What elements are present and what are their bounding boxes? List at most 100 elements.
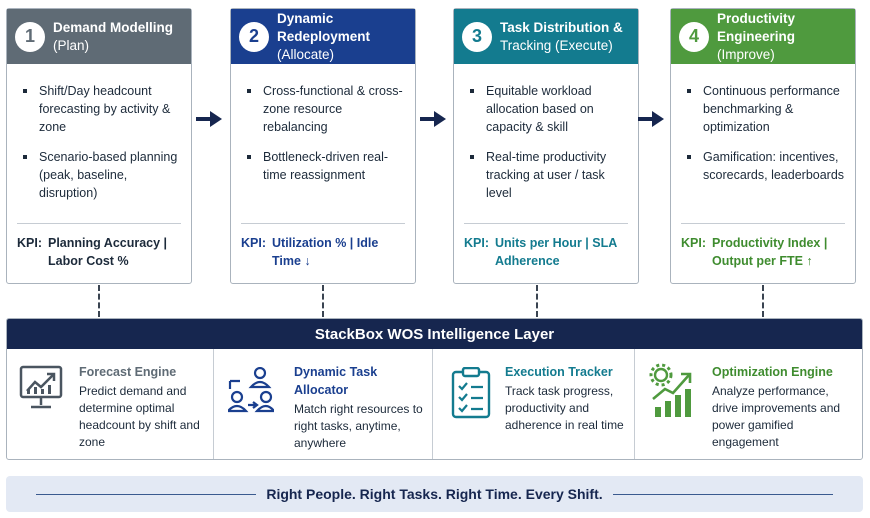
engine-description: Match right resources to right tasks, an… [294,402,423,450]
kpi-value: Units per Hour | SLA Adherence [495,236,617,268]
arrow-right-icon [638,111,664,127]
bullet-text: Shift/Day headcount forecasting by activ… [39,84,171,134]
bullet-text: Real-time productivity tracking at user … [486,150,607,200]
stage-number-badge: 2 [239,21,269,52]
kpi-label: KPI: [241,236,266,250]
gear-growth-chart-icon [649,363,692,417]
kpi-value: Planning Accuracy | Labor Cost % [48,236,168,268]
stage-number-badge: 3 [462,21,492,52]
bullet-item: Scenario-based planning (peak, baseline,… [21,148,181,202]
divider [464,223,628,224]
connector-line [98,285,100,317]
stage-title-main: Productivity Engineering [717,10,796,44]
engine-title: Dynamic Task Allocator [294,365,378,397]
layer-title: StackBox WOS Intelligence Layer [7,319,862,349]
monitor-chart-icon [19,365,63,409]
bullet-item: Equitable workload allocation based on c… [468,82,628,136]
stage-bullet-list: Shift/Day headcount forecasting by activ… [7,64,191,202]
bullet-text: Continuous performance benchmarking & op… [703,84,840,134]
bullet-icon [470,89,474,93]
bullet-item: Gamification: incentives, scorecards, le… [685,148,845,184]
stage-kpi: KPI: Productivity Index | Output per FTE… [681,234,849,270]
stage-header: 3 Task Distribution & Tracking (Execute) [454,9,638,64]
bullet-item: Shift/Day headcount forecasting by activ… [21,82,181,136]
stage-title-main: Demand Modelling [53,19,174,35]
people-transfer-icon [228,367,274,413]
clipboard-checklist-icon [451,367,491,419]
bullet-item: Cross-functional & cross-zone resource r… [245,82,405,136]
stage-bullet-list: Cross-functional & cross-zone resource r… [231,64,415,184]
engine-title: Optimization Engine [712,365,833,379]
bullet-text: Cross-functional & cross-zone resource r… [263,84,403,134]
engine-optimization: Optimization Engine Analyze performance,… [635,349,862,459]
stage-title-sub: (Plan) [53,37,90,53]
bullet-text: Gamification: incentives, scorecards, le… [703,150,845,182]
engine-task-allocator: Dynamic Task Allocator Match right resou… [214,349,433,459]
stage-card-improve: 4 Productivity Engineering (Improve) Con… [670,8,856,284]
stage-number-badge: 4 [679,21,709,52]
stage-kpi: KPI: Planning Accuracy | Labor Cost % [17,234,185,270]
stage-bullet-list: Continuous performance benchmarking & op… [671,64,855,184]
stage-card-execute: 3 Task Distribution & Tracking (Execute)… [453,8,639,284]
kpi-value: Utilization % | Idle Time ↓ [272,236,379,268]
bullet-icon [23,155,27,159]
stage-card-allocate: 2 Dynamic Redeployment (Allocate) Cross-… [230,8,416,284]
stage-kpi: KPI: Utilization % | Idle Time ↓ [241,234,409,270]
bullet-icon [247,155,251,159]
engine-title: Execution Tracker [505,365,613,379]
divider [36,494,316,495]
tagline-text: Right People. Right Tasks. Right Time. E… [256,486,613,502]
intelligence-layer: StackBox WOS Intelligence Layer Forecast… [6,318,863,460]
bullet-text: Equitable workload allocation based on c… [486,84,594,134]
bullet-text: Scenario-based planning (peak, baseline,… [39,150,178,200]
engine-text: Execution Tracker Track task progress, p… [505,363,631,434]
bullet-icon [23,89,27,93]
connector-line [536,285,538,317]
divider [17,223,181,224]
stage-title: Task Distribution & Tracking (Execute) [500,19,623,55]
bullet-icon [687,155,691,159]
stage-title: Demand Modelling (Plan) [53,19,173,55]
stage-title-main: Dynamic Redeployment [277,10,371,44]
engine-description: Track task progress, productivity and ad… [505,384,624,432]
engine-title: Forecast Engine [79,365,177,379]
stage-header: 2 Dynamic Redeployment (Allocate) [231,9,415,64]
engine-description: Predict demand and determine optimal hea… [79,384,200,449]
bullet-icon [247,89,251,93]
divider [681,223,845,224]
bullet-icon [470,155,474,159]
kpi-value: Productivity Index | Output per FTE ↑ [712,236,828,268]
engine-forecast: Forecast Engine Predict demand and deter… [7,349,214,459]
stage-title-sub: (Allocate) [277,46,335,62]
stage-kpi: KPI: Units per Hour | SLA Adherence [464,234,632,270]
kpi-label: KPI: [464,236,489,250]
divider [241,223,405,224]
engine-description: Analyze performance, drive improvements … [712,384,841,449]
kpi-label: KPI: [17,236,42,250]
stage-title: Dynamic Redeployment (Allocate) [277,10,415,64]
arrow-right-icon [420,111,446,127]
tagline-banner: Right People. Right Tasks. Right Time. E… [6,476,863,512]
stage-bullet-list: Equitable workload allocation based on c… [454,64,638,202]
stage-card-plan: 1 Demand Modelling (Plan) Shift/Day head… [6,8,192,284]
kpi-label: KPI: [681,236,706,250]
engine-text: Forecast Engine Predict demand and deter… [79,363,207,451]
stage-header: 4 Productivity Engineering (Improve) [671,9,855,64]
stage-title: Productivity Engineering (Improve) [717,10,855,64]
stage-number-badge: 1 [15,21,45,52]
arrow-right-icon [196,111,222,127]
bullet-item: Real-time productivity tracking at user … [468,148,628,202]
stage-title-sub: (Improve) [717,46,775,62]
connector-line [762,285,764,317]
bullet-icon [687,89,691,93]
bullet-item: Bottleneck-driven real-time reassignment [245,148,405,184]
stage-header: 1 Demand Modelling (Plan) [7,9,191,64]
bullet-text: Bottleneck-driven real-time reassignment [263,150,389,182]
engine-execution-tracker: Execution Tracker Track task progress, p… [433,349,635,459]
divider [553,494,833,495]
bullet-item: Continuous performance benchmarking & op… [685,82,845,136]
engine-text: Dynamic Task Allocator Match right resou… [294,363,428,452]
connector-line [322,285,324,317]
stage-title-main: Task Distribution & [500,19,623,35]
stage-title-sub: Tracking (Execute) [500,37,613,53]
